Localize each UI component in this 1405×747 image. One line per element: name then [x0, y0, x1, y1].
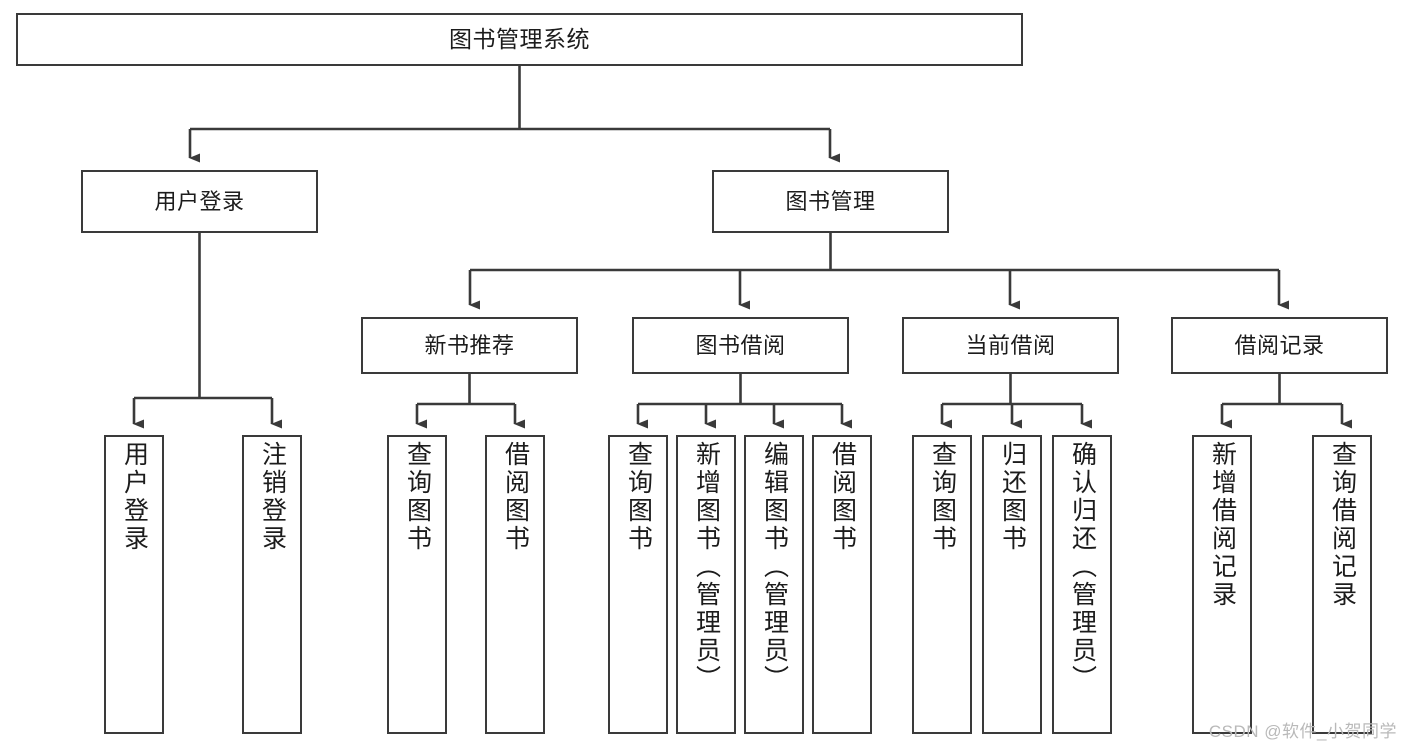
- node-leaf-return-book[interactable]: 归还图书: [982, 435, 1042, 734]
- node-leaf-query-book-1[interactable]: 查询图书: [387, 435, 447, 734]
- node-label: 用户登录: [154, 188, 245, 214]
- node-leaf-borrow-book-2[interactable]: 借阅图书: [812, 435, 872, 734]
- node-book-borrow[interactable]: 图书借阅: [632, 317, 849, 374]
- node-leaf-query-book-2[interactable]: 查询图书: [608, 435, 668, 734]
- node-label: 注销登录: [258, 441, 287, 553]
- node-label: 当前借阅: [965, 332, 1056, 358]
- node-label: 归还图书: [998, 441, 1027, 553]
- node-label: 查询图书: [403, 441, 432, 553]
- node-label: 用户登录: [120, 441, 149, 553]
- node-leaf-confirm-return[interactable]: 确认归还（管理员）: [1052, 435, 1112, 734]
- node-label: 查询图书: [624, 441, 653, 553]
- node-new-book-rec[interactable]: 新书推荐: [361, 317, 578, 374]
- node-leaf-user-login[interactable]: 用户登录: [104, 435, 164, 734]
- node-leaf-edit-book[interactable]: 编辑图书（管理员）: [744, 435, 804, 734]
- node-leaf-add-book[interactable]: 新增图书（管理员）: [676, 435, 736, 734]
- node-label: 图书借阅: [695, 332, 786, 358]
- node-label: 新书推荐: [424, 332, 515, 358]
- node-label: 新增图书（管理员）: [692, 441, 721, 693]
- node-leaf-query-record[interactable]: 查询借阅记录: [1312, 435, 1372, 734]
- node-borrow-record[interactable]: 借阅记录: [1171, 317, 1388, 374]
- node-label: 借阅图书: [828, 441, 857, 553]
- watermark-text: CSDN @软件_小贺同学: [1208, 722, 1397, 741]
- node-leaf-logout[interactable]: 注销登录: [242, 435, 302, 734]
- node-user-login[interactable]: 用户登录: [81, 170, 318, 233]
- node-label: 图书管理系统: [449, 25, 590, 52]
- node-label: 确认归还（管理员）: [1068, 441, 1097, 693]
- node-label: 查询图书: [928, 441, 957, 553]
- node-root-system[interactable]: 图书管理系统: [16, 13, 1023, 66]
- node-leaf-add-record[interactable]: 新增借阅记录: [1192, 435, 1252, 734]
- node-label: 借阅记录: [1234, 332, 1325, 358]
- node-label: 编辑图书（管理员）: [760, 441, 789, 693]
- node-leaf-borrow-book-1[interactable]: 借阅图书: [485, 435, 545, 734]
- node-book-manage[interactable]: 图书管理: [712, 170, 949, 233]
- node-current-borrow[interactable]: 当前借阅: [902, 317, 1119, 374]
- node-label: 图书管理: [785, 188, 876, 214]
- node-label: 新增借阅记录: [1208, 441, 1237, 609]
- node-label: 借阅图书: [501, 441, 530, 553]
- node-leaf-query-book-3[interactable]: 查询图书: [912, 435, 972, 734]
- node-label: 查询借阅记录: [1328, 441, 1357, 609]
